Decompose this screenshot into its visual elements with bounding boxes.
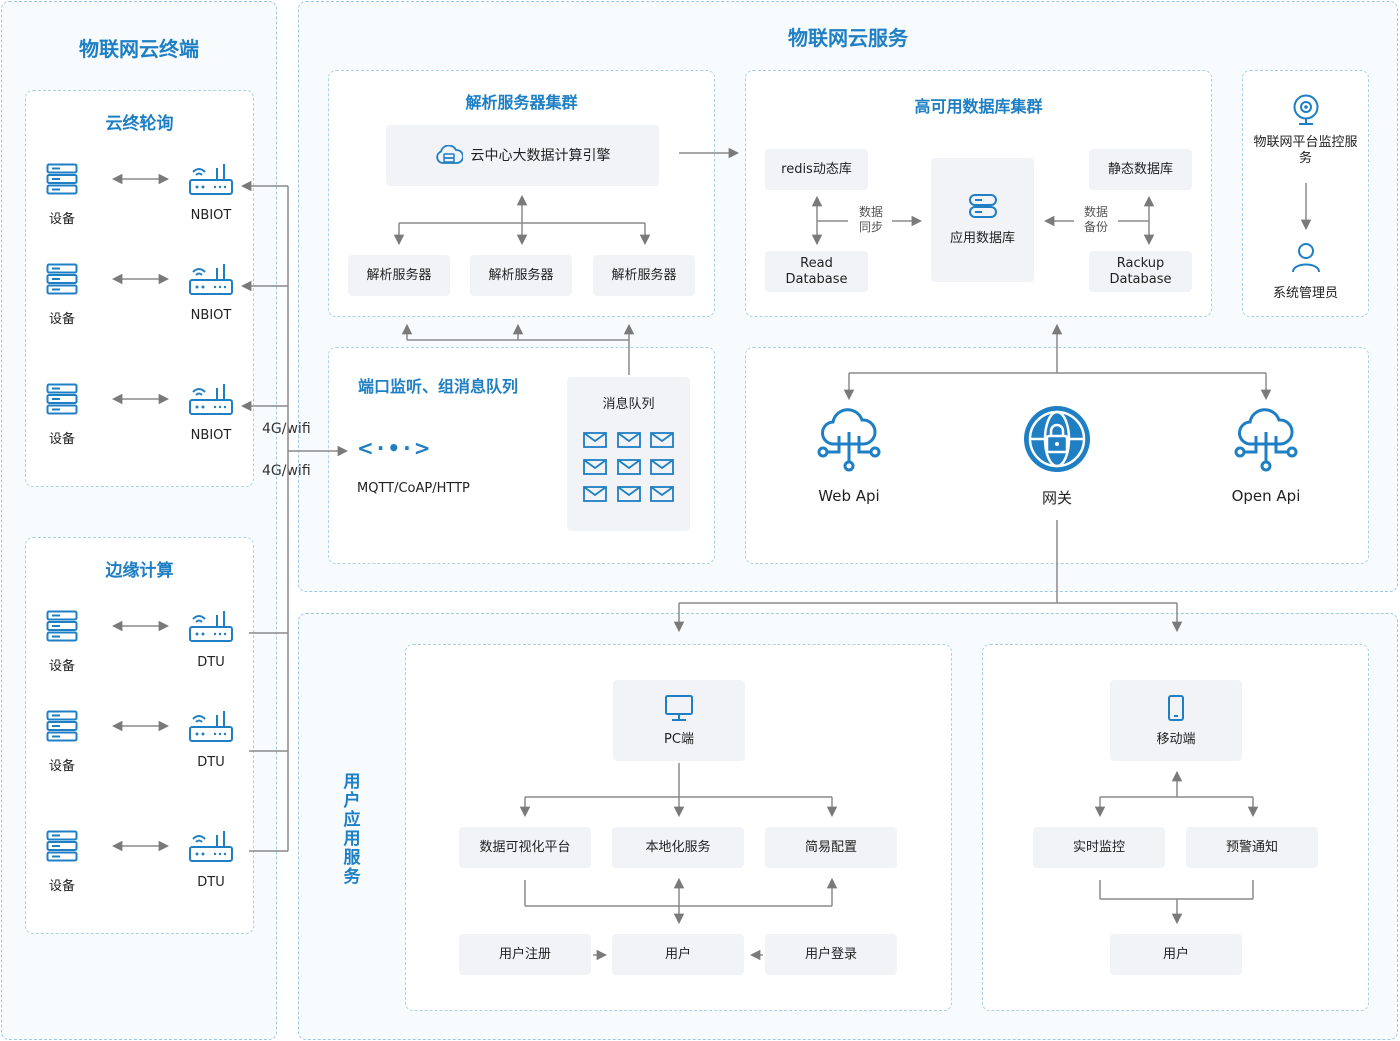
pc-box: PC端	[613, 680, 745, 761]
router-icon	[189, 611, 233, 642]
static-db-box: 静态数据库	[1089, 149, 1192, 190]
router-icon	[189, 831, 233, 862]
user-service-title: 用户应用服务	[343, 772, 361, 887]
register-box: 用户注册	[459, 934, 591, 975]
webcam-icon	[1293, 94, 1319, 125]
mobile-user-box: 用户	[1110, 934, 1242, 975]
protocols-label: MQTT/CoAP/HTTP	[357, 481, 470, 496]
server-icon	[46, 710, 78, 742]
mobile-feature-box: 预警通知	[1186, 827, 1318, 868]
pc-label: PC端	[664, 731, 694, 747]
pc-user-box: 用户	[612, 934, 744, 975]
gateway-label: DTU	[197, 755, 225, 770]
web-api-label: Web Api	[818, 487, 880, 505]
cloud-network-icon	[817, 408, 881, 472]
open-api-label: Open Api	[1231, 487, 1301, 505]
app-db-box: 应用数据库	[931, 158, 1034, 282]
gateway-label: DTU	[197, 655, 225, 670]
cloud-network-icon	[1234, 408, 1298, 472]
router-icon	[189, 384, 233, 415]
app-db-label: 应用数据库	[949, 231, 1015, 246]
pc-feature-box: 数据可视化平台	[459, 827, 591, 868]
monitor-service-label: 物联网平台监控服务	[1253, 135, 1358, 166]
router-icon	[189, 164, 233, 195]
router-icon	[189, 264, 233, 295]
monitor-icon	[665, 694, 693, 721]
message-queue-label: 消息队列	[602, 397, 655, 412]
server-icon	[46, 163, 78, 195]
read-db-box: Read Database	[765, 251, 868, 292]
login-box: 用户登录	[765, 934, 897, 975]
gateway-label: 网关	[1041, 489, 1072, 507]
sync-label: 数据同步	[858, 205, 883, 234]
compute-engine-label: 云中心大数据计算引擎	[470, 147, 611, 164]
port-listen-title: 端口监听、组消息队列	[358, 377, 519, 396]
link-label: 4G/wifi	[262, 421, 311, 437]
database-icon	[968, 194, 997, 218]
edge-title: 边缘计算	[105, 561, 174, 581]
message-queue-box: 消息队列	[567, 377, 690, 531]
parse-server-box: 解析服务器	[348, 255, 450, 296]
server-icon	[46, 610, 78, 642]
gateway-label: NBIOT	[190, 308, 232, 323]
polling-group	[25, 90, 254, 487]
admin-label: 系统管理员	[1272, 286, 1338, 301]
device-label: 设备	[48, 432, 75, 447]
server-icon	[46, 383, 78, 415]
compute-engine-box: 云中心大数据计算引擎	[386, 125, 659, 186]
db-cluster-title: 高可用数据库集群	[914, 97, 1043, 116]
parse-cluster-title: 解析服务器集群	[465, 93, 578, 112]
cloud-server-icon	[435, 144, 463, 164]
server-icon	[46, 263, 78, 295]
device-label: 设备	[48, 759, 75, 774]
redis-db-box: redis动态库	[765, 149, 868, 190]
gateway-label: NBIOT	[190, 428, 232, 443]
parse-server-box: 解析服务器	[593, 255, 695, 296]
pc-feature-box: 简易配置	[765, 827, 897, 868]
device-label: 设备	[48, 659, 75, 674]
terminal-title: 物联网云终端	[79, 37, 199, 61]
mobile-label: 移动端	[1156, 731, 1196, 747]
backup-label: 数据备份	[1083, 205, 1108, 234]
mobile-feature-box: 实时监控	[1033, 827, 1165, 868]
parse-server-box: 解析服务器	[470, 255, 572, 296]
pc-feature-box: 本地化服务	[612, 827, 744, 868]
globe-lock-icon	[1024, 406, 1090, 472]
mail-grid-icon	[583, 432, 674, 502]
user-icon	[1292, 243, 1320, 273]
gateway-label: DTU	[197, 875, 225, 890]
router-icon	[189, 711, 233, 742]
link-label: 4G/wifi	[262, 463, 311, 479]
cloud-service-title: 物联网云服务	[788, 26, 908, 50]
polling-title: 云终轮询	[105, 114, 174, 134]
code-dots-icon: <·•·>	[357, 436, 434, 460]
mobile-box: 移动端	[1110, 680, 1242, 761]
rackup-db-box: Rackup Database	[1089, 251, 1192, 292]
edge-group	[25, 537, 254, 934]
server-icon	[46, 830, 78, 862]
phone-icon	[1168, 694, 1184, 721]
gateway-label: NBIOT	[190, 208, 232, 223]
device-label: 设备	[48, 212, 75, 227]
device-label: 设备	[48, 879, 75, 894]
device-label: 设备	[48, 312, 75, 327]
